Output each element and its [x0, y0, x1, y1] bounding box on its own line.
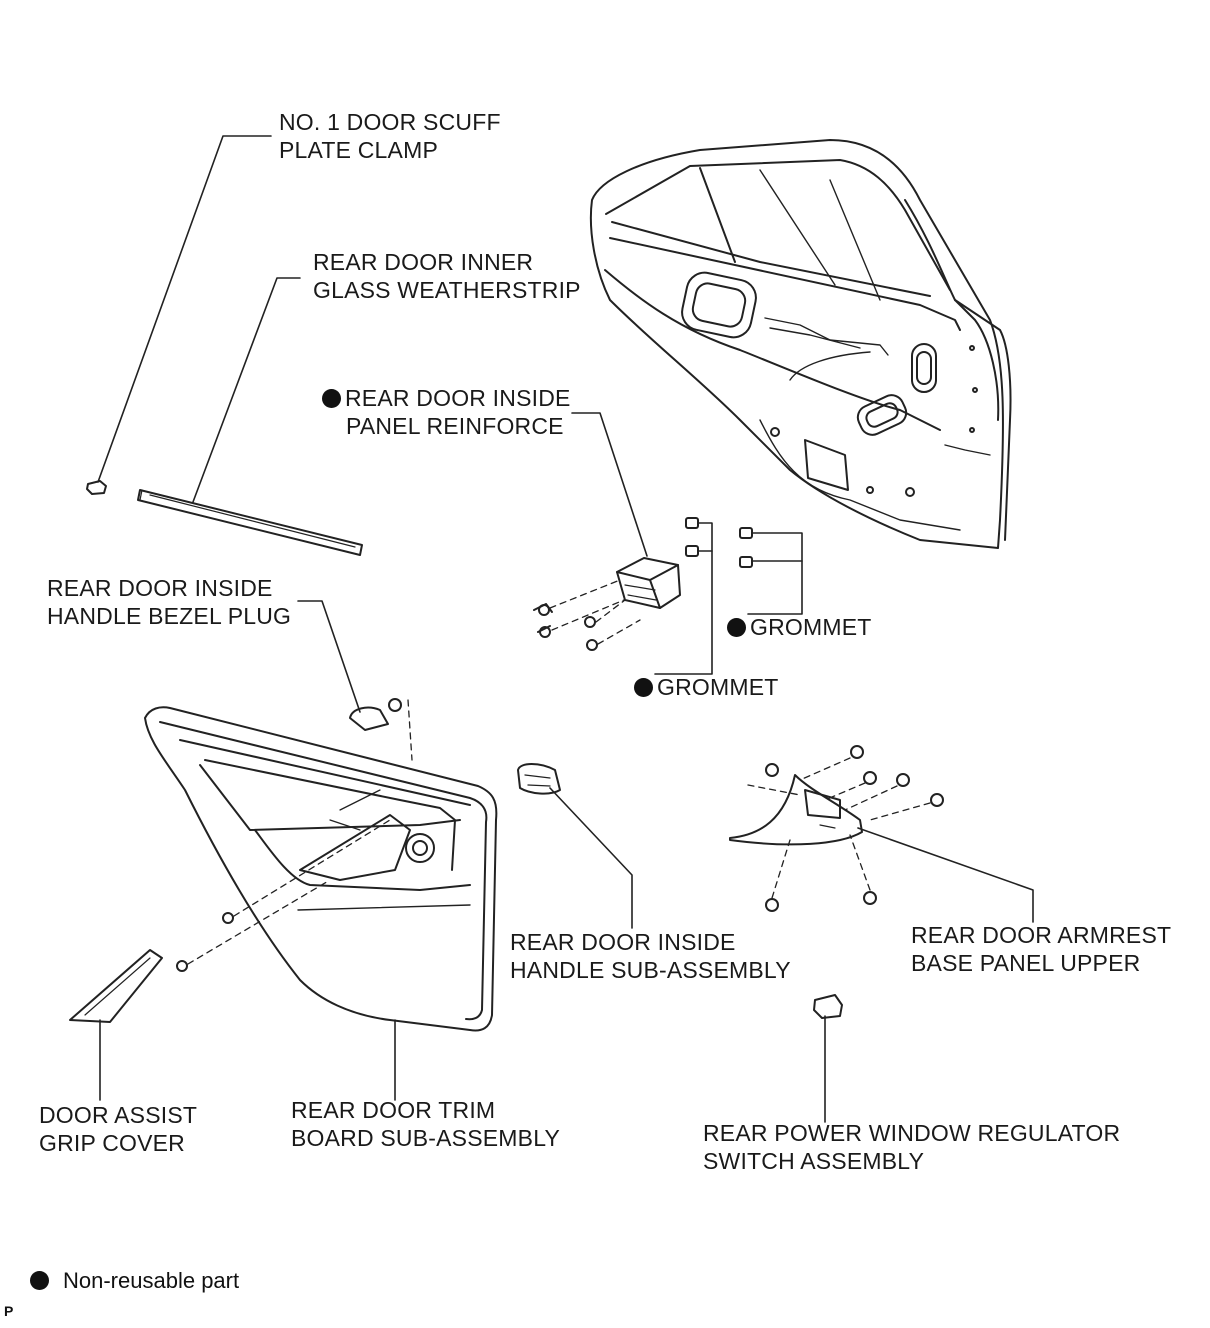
label-scuff-clamp-line1: NO. 1 DOOR SCUFF: [279, 109, 501, 135]
label-grommet-left: GROMMET: [634, 673, 779, 701]
grommet-parts: [685, 517, 753, 568]
corner-mark: P: [4, 1303, 14, 1319]
label-inside-handle-line1: REAR DOOR INSIDE: [510, 929, 736, 955]
label-weatherstrip-line1: REAR DOOR INNER: [313, 249, 534, 275]
label-window-switch-line2: SWITCH ASSEMBLY: [703, 1148, 925, 1174]
armrest-screws: [747, 745, 944, 912]
bezel-plug-part: [349, 698, 413, 761]
label-bezel-plug-line2: HANDLE BEZEL PLUG: [47, 603, 292, 629]
leader-grommet-right: [747, 532, 803, 615]
label-assist-grip-line1: DOOR ASSIST: [39, 1102, 198, 1128]
label-trim-board: REAR DOOR TRIM BOARD SUB-ASSEMBLY: [291, 1096, 560, 1152]
label-window-switch-line1: REAR POWER WINDOW REGULATOR: [703, 1120, 1121, 1146]
label-grommet-right: GROMMET: [727, 613, 872, 641]
panel-reinforce-part: [616, 557, 681, 609]
label-panel-reinforce-line2: PANEL REINFORCE: [346, 413, 564, 439]
label-inside-handle: REAR DOOR INSIDE HANDLE SUB-ASSEMBLY: [510, 928, 791, 984]
leader-panel-reinforce: [571, 412, 648, 557]
reinforce-screws: [533, 579, 641, 651]
label-grommet-right-text: GROMMET: [750, 614, 872, 640]
label-bezel-plug-line1: REAR DOOR INSIDE: [47, 575, 273, 601]
label-assist-grip: DOOR ASSIST GRIP COVER: [39, 1101, 197, 1157]
label-weatherstrip-line2: GLASS WEATHERSTRIP: [313, 277, 581, 303]
rear-door-panel: [589, 139, 1012, 549]
label-assist-grip-line2: GRIP COVER: [39, 1130, 185, 1156]
label-window-switch: REAR POWER WINDOW REGULATOR SWITCH ASSEM…: [703, 1119, 1120, 1175]
non-reusable-icon: [727, 618, 746, 637]
non-reusable-icon: [322, 389, 341, 408]
label-scuff-clamp-line2: PLATE CLAMP: [279, 137, 438, 163]
label-trim-board-line1: REAR DOOR TRIM: [291, 1097, 496, 1123]
label-bezel-plug: REAR DOOR INSIDE HANDLE BEZEL PLUG: [47, 574, 291, 630]
scuff-clamp-part: [86, 480, 107, 495]
non-reusable-icon: [30, 1271, 49, 1290]
legend-text: Non-reusable part: [63, 1268, 240, 1293]
inside-handle-part: [517, 763, 561, 795]
armrest-panel-part: [729, 774, 863, 846]
legend: Non-reusable part: [30, 1268, 239, 1294]
label-weatherstrip: REAR DOOR INNER GLASS WEATHERSTRIP: [313, 248, 581, 304]
label-scuff-clamp: NO. 1 DOOR SCUFF PLATE CLAMP: [279, 108, 501, 164]
label-armrest-panel-line1: REAR DOOR ARMREST: [911, 922, 1172, 948]
leader-bezel-plug: [297, 600, 361, 713]
label-panel-reinforce-line1: REAR DOOR INSIDE: [345, 385, 571, 411]
trim-screws: [176, 819, 391, 972]
label-trim-board-line2: BOARD SUB-ASSEMBLY: [291, 1125, 561, 1151]
leader-weatherstrip: [192, 277, 301, 503]
label-inside-handle-line2: HANDLE SUB-ASSEMBLY: [510, 957, 791, 983]
label-grommet-left-text: GROMMET: [657, 674, 779, 700]
leader-armrest-panel: [857, 827, 1034, 923]
assist-grip-part: [69, 949, 163, 1023]
label-panel-reinforce: REAR DOOR INSIDE PANEL REINFORCE: [322, 384, 571, 440]
trim-board-part: [144, 706, 498, 1032]
label-armrest-panel: REAR DOOR ARMREST BASE PANEL UPPER: [911, 921, 1171, 977]
weatherstrip-part: [137, 489, 363, 556]
window-switch-part: [813, 994, 843, 1019]
leader-grommet-left: [654, 522, 713, 675]
leader-inside-handle: [549, 787, 633, 929]
non-reusable-icon: [634, 678, 653, 697]
leader-scuff-clamp: [97, 135, 272, 483]
label-armrest-panel-line2: BASE PANEL UPPER: [911, 950, 1141, 976]
